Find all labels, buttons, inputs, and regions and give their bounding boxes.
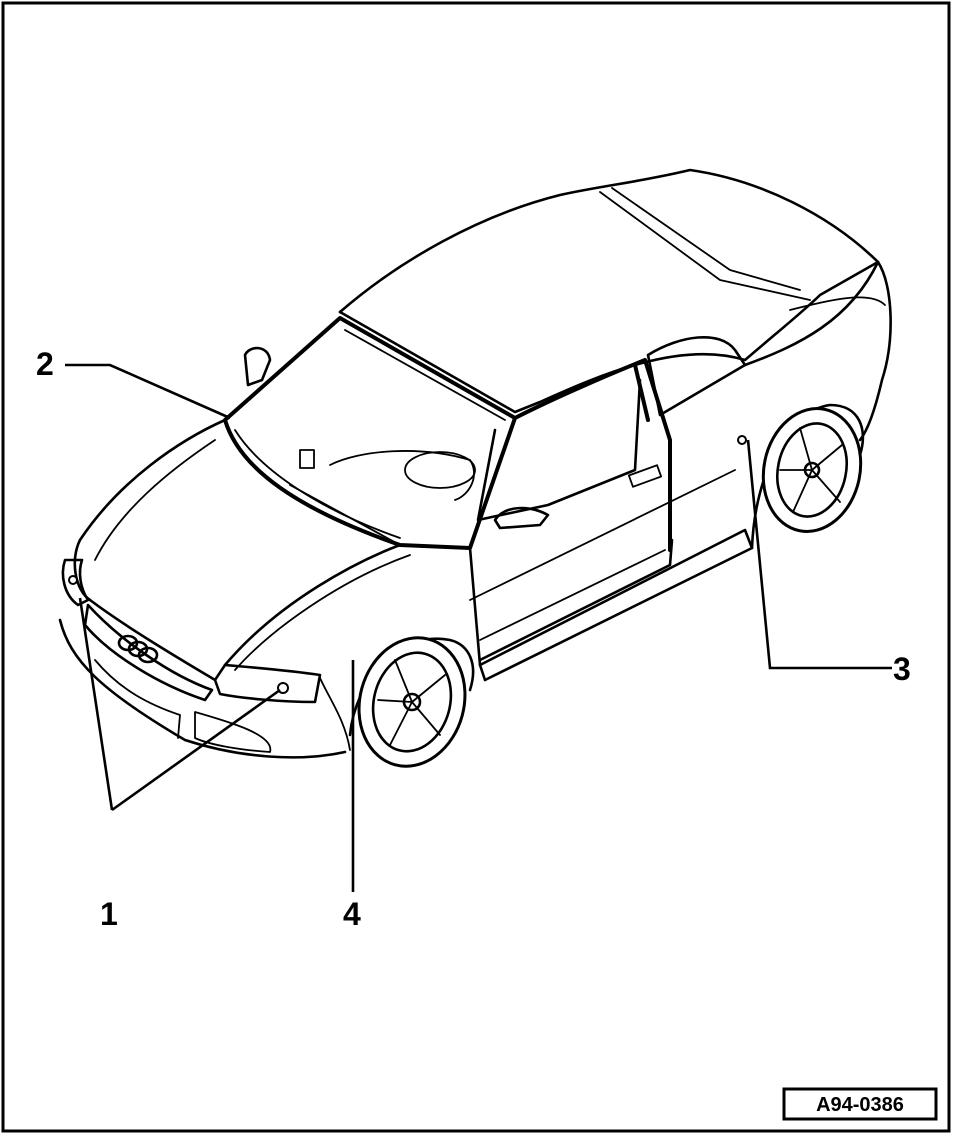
side-sill [478,528,754,682]
fuel-marker [737,435,747,445]
headlight-adjuster-right [277,682,289,694]
dashboard [329,450,475,501]
leader-lines [65,363,892,892]
tail-lamp-line [789,296,886,311]
b-pillar [633,363,650,422]
a-pillar-bottom [468,546,482,667]
door-frame-top [513,358,672,552]
fender-front-edge [319,677,351,751]
callout-1: 1 [100,896,118,932]
grille-outline [83,603,214,702]
wiper-blade [289,484,401,546]
callout-3: 3 [893,651,911,687]
front-bumper [58,618,347,759]
roof-outline [338,168,880,314]
side-beltline [469,469,736,601]
windshield-top-trim [344,329,506,421]
side-window [476,378,642,522]
headlight-adjuster-left [68,575,78,585]
hood-left-edge [73,418,227,602]
rear-wheel-arch [750,403,865,550]
bumper-inlet [94,659,181,739]
door-handle [627,464,663,488]
door-bottom [478,538,674,662]
mirror-inner [299,449,315,469]
roof-rear-line-2 [611,187,801,291]
leader-1a [78,597,114,811]
leader-2 [65,363,231,420]
leader-1b [111,688,281,812]
rear-wheel [761,407,863,533]
hood-crease-left [94,439,216,561]
hood-front-edge [88,598,217,682]
callout-2: 2 [36,346,54,382]
roof-lower-edge [338,260,880,414]
rear-quarter [743,260,892,442]
rear-side-window [646,335,747,417]
hood-right-edge [223,543,402,667]
headlight-left [61,558,90,607]
wiper-line [234,429,401,539]
headlight-right [213,663,322,704]
leader-3 [746,439,892,670]
audi-rings-badge [117,634,159,664]
door-crease [479,549,666,641]
roof-antenna [243,346,272,387]
car-illustration [58,168,892,768]
figure-reference: A94-0386 [782,1087,938,1121]
roof-rear-line [599,191,811,301]
front-wheel [357,636,467,768]
steering-wheel [404,451,476,489]
side-mirror [493,506,550,530]
callout-4: 4 [343,896,361,932]
figure-reference-box [782,1087,938,1121]
hood-crease-right [234,554,411,671]
figure-reference-label: A94-0386 [816,1094,904,1116]
